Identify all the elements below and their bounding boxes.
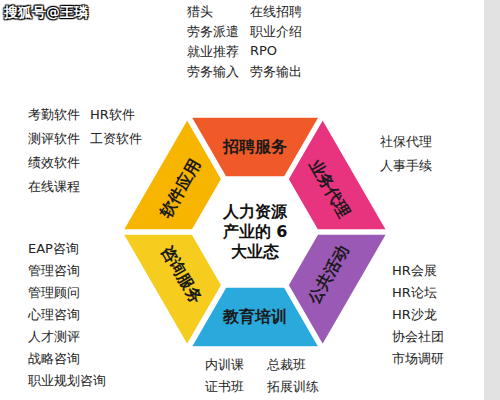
item-label: 市场调研 [392, 350, 444, 368]
item-label: 管理顾问 [28, 284, 80, 302]
item-label: 在线招聘 [250, 3, 302, 21]
item-label: 工资软件 [90, 130, 142, 148]
band-fill [123, 234, 222, 345]
item-label: 管理咨询 [28, 262, 80, 280]
side-strip [484, 0, 500, 400]
item-label: 测评软件 [28, 130, 80, 148]
item-label: 在线课程 [28, 178, 80, 196]
segment-band: 咨询服务 [121, 232, 224, 347]
item-label: 猎头 [187, 3, 213, 21]
band-fill [288, 119, 387, 230]
item-label: HR会展 [392, 262, 437, 280]
item-label: 职业介绍 [250, 23, 302, 41]
item-label: 内训课 [205, 356, 244, 374]
segment-band: 业务代理 [286, 117, 389, 232]
item-label: 考勤软件 [28, 106, 80, 124]
item-label: 劳务输入 [187, 63, 239, 81]
item-label: 证书班 [205, 378, 244, 396]
item-label: HR软件 [90, 106, 135, 124]
item-label: 社保代理 [380, 133, 432, 151]
item-label: 战略咨询 [28, 350, 80, 368]
segment-label: 教育培训 [223, 307, 287, 328]
item-label: 拓展训练 [267, 378, 319, 396]
item-label: 心理咨询 [28, 306, 80, 324]
item-label: 总裁班 [267, 356, 306, 374]
segment-label: 招聘服务 [223, 136, 287, 157]
item-label: 劳务派遣 [187, 23, 239, 41]
item-label: 人事手续 [380, 157, 432, 175]
item-label: 协会社团 [392, 328, 444, 346]
item-label: 绩效软件 [28, 154, 80, 172]
item-label: 职业规划咨询 [28, 372, 106, 390]
item-label: RPO [250, 43, 277, 58]
item-label: 劳务输出 [250, 63, 302, 81]
item-label: 人才测评 [28, 328, 80, 346]
watermark: 搜狐号@王璘 [4, 4, 88, 22]
item-label: EAP咨询 [28, 240, 79, 258]
item-label: HR沙龙 [392, 306, 437, 324]
item-label: HR论坛 [392, 284, 437, 302]
center-title: 人力资源 产业的 6大业态 [219, 202, 291, 262]
item-label: 就业推荐 [187, 43, 239, 61]
